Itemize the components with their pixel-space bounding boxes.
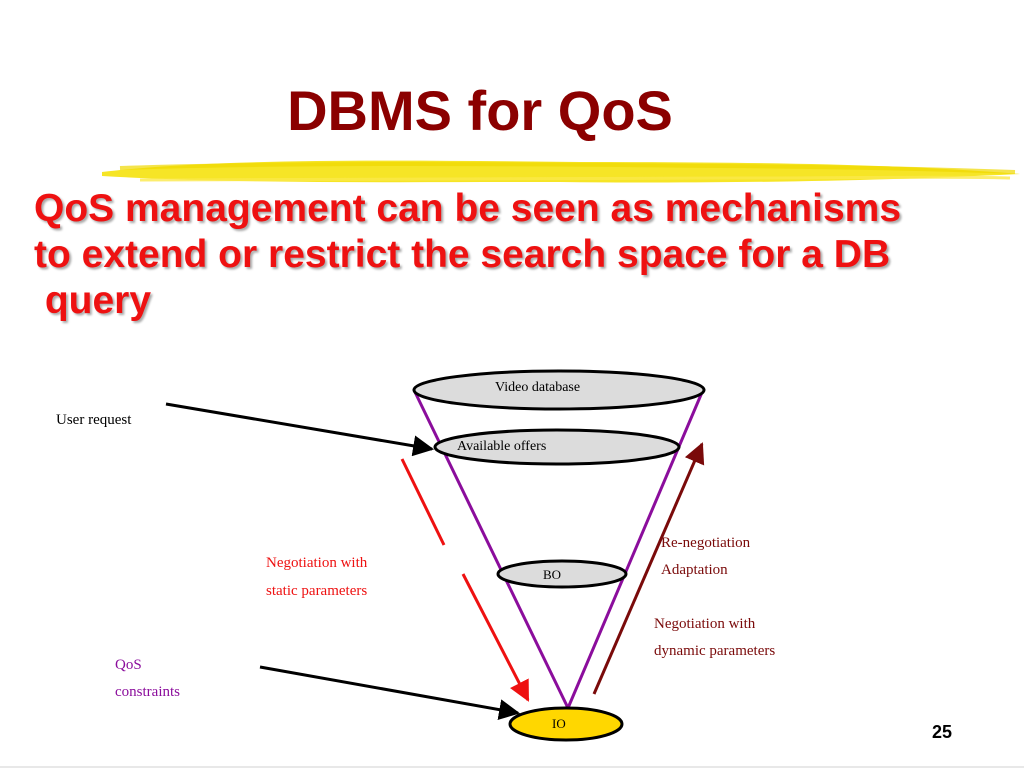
bo-ellipse bbox=[496, 559, 628, 589]
negotiation-static-label-1: Negotiation with bbox=[266, 555, 368, 571]
negotiation-dynamic-label-2: dynamic parameters bbox=[654, 643, 776, 659]
user-request-arrow bbox=[165, 402, 435, 457]
subtitle-line-1: QoS management can be seen as mechanisms bbox=[34, 187, 902, 230]
video-database-ellipse bbox=[412, 369, 706, 411]
page-number: 25 bbox=[932, 722, 953, 742]
renegotiation-label: Re-negotiation bbox=[661, 535, 751, 551]
available-offers-label: Available offers bbox=[457, 439, 547, 454]
highlighter-stroke bbox=[102, 160, 1020, 183]
footer-divider bbox=[0, 766, 1024, 768]
qos-label-1: QoS bbox=[115, 657, 142, 673]
io-ellipse bbox=[508, 706, 624, 742]
io-label: IO bbox=[552, 716, 566, 731]
bo-label: BO bbox=[543, 567, 562, 582]
qos-constraints-arrow bbox=[259, 665, 521, 721]
negotiation-dynamic-label-1: Negotiation with bbox=[654, 616, 756, 632]
negotiation-static-label-2: static parameters bbox=[266, 583, 368, 599]
static-negotiation-arrow bbox=[461, 573, 530, 702]
static-negotiation-line-upper bbox=[400, 458, 446, 546]
user-request-label: User request bbox=[56, 412, 132, 428]
slide-title: DBMS for QoS bbox=[287, 79, 673, 142]
dynamic-negotiation-arrow bbox=[592, 442, 705, 695]
qos-label-2: constraints bbox=[115, 684, 180, 700]
adaptation-label: Adaptation bbox=[661, 562, 728, 578]
subtitle-line-2: to extend or restrict the search space f… bbox=[34, 233, 891, 276]
subtitle-line-3: query bbox=[34, 279, 152, 322]
video-database-label: Video database bbox=[495, 380, 581, 395]
slide-subtitle: QoS management can be seen as mechanisms… bbox=[34, 186, 994, 324]
available-offers-ellipse bbox=[433, 428, 681, 466]
funnel-right-edge bbox=[566, 389, 705, 709]
